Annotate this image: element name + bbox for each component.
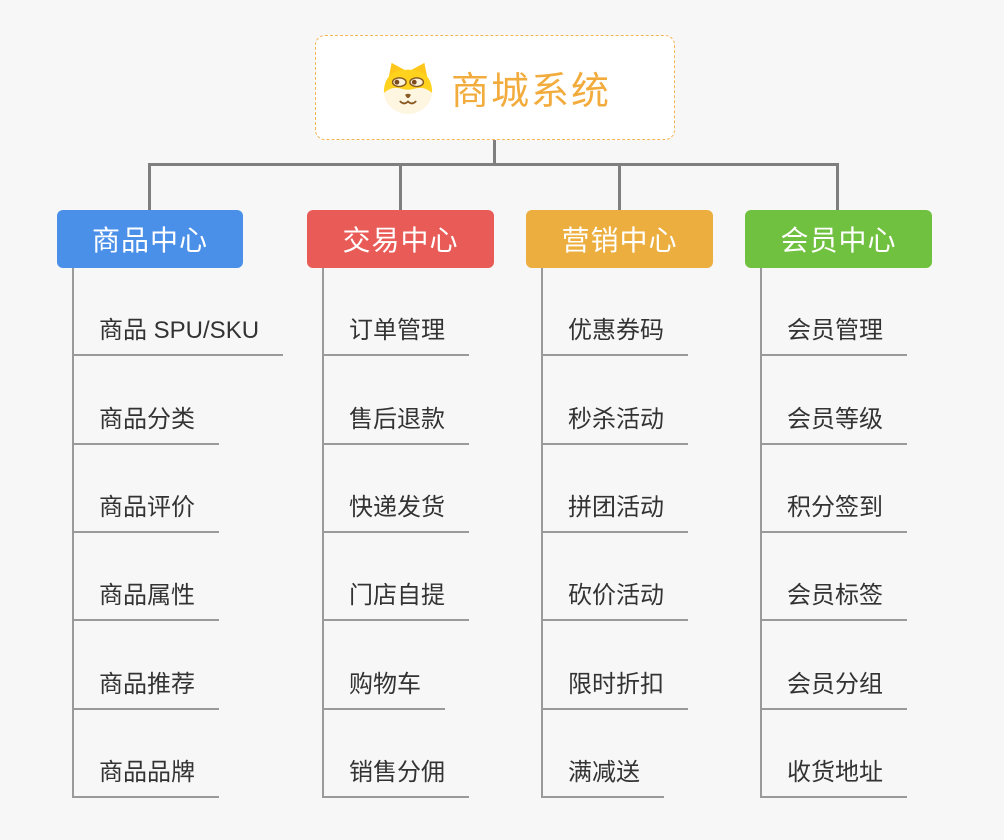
leaf-item[interactable]: 商品品牌 <box>72 752 219 798</box>
root-title: 商城系统 <box>450 71 611 113</box>
leaf-item[interactable]: 收货地址 <box>760 752 907 798</box>
root-node[interactable]: 商城系统 <box>315 35 675 140</box>
leaf-item[interactable]: 商品分类 <box>72 399 219 445</box>
leaf-item[interactable]: 优惠券码 <box>541 310 688 357</box>
branch-node-marketing[interactable]: 营销中心 <box>526 210 713 268</box>
connector-stem <box>493 140 496 166</box>
leaf-item[interactable]: 购物车 <box>322 664 445 710</box>
branch-member-children: 会员管理 会员等级 积分签到 会员标签 会员分组 收货地址 <box>760 268 907 798</box>
leaf-item[interactable]: 商品 SPU/SKU <box>72 310 284 357</box>
leaf-item[interactable]: 商品推荐 <box>72 664 219 710</box>
branch-trade-children: 订单管理 售后退款 快递发货 门店自提 购物车 销售分佣 <box>322 268 469 798</box>
leaf-item[interactable]: 会员分组 <box>760 664 907 710</box>
branch-node-trade[interactable]: 交易中心 <box>307 210 494 268</box>
branch-node-product[interactable]: 商品中心 <box>57 210 243 268</box>
leaf-item[interactable]: 砍价活动 <box>541 575 688 622</box>
leaf-item[interactable]: 会员管理 <box>760 310 907 357</box>
connector-drop-2 <box>399 166 402 210</box>
leaf-item[interactable]: 售后退款 <box>322 399 469 445</box>
connector-bus <box>148 163 839 166</box>
connector-drop-4 <box>836 166 839 210</box>
leaf-item[interactable]: 秒杀活动 <box>541 399 688 445</box>
leaf-item[interactable]: 拼团活动 <box>541 487 688 533</box>
leaf-item[interactable]: 商品评价 <box>72 487 219 533</box>
leaf-item[interactable]: 积分签到 <box>760 487 907 533</box>
connector-drop-1 <box>148 166 151 210</box>
branch-marketing-children: 优惠券码 秒杀活动 拼团活动 砍价活动 限时折扣 满减送 <box>541 268 688 798</box>
connector-drop-3 <box>618 166 621 210</box>
leaf-item[interactable]: 满减送 <box>541 752 664 798</box>
leaf-item[interactable]: 快递发货 <box>322 487 469 533</box>
leaf-item[interactable]: 销售分佣 <box>322 752 469 798</box>
leaf-item[interactable]: 会员标签 <box>760 575 907 622</box>
leaf-item[interactable]: 商品属性 <box>72 575 219 622</box>
dog-face-icon <box>379 61 437 115</box>
leaf-item[interactable]: 限时折扣 <box>541 664 688 710</box>
leaf-item[interactable]: 订单管理 <box>322 310 469 357</box>
leaf-item[interactable]: 会员等级 <box>760 399 907 445</box>
leaf-item[interactable]: 门店自提 <box>322 575 469 622</box>
branch-product-children: 商品 SPU/SKU 商品分类 商品评价 商品属性 商品推荐 商品品牌 <box>72 268 284 798</box>
branch-node-member[interactable]: 会员中心 <box>745 210 932 268</box>
